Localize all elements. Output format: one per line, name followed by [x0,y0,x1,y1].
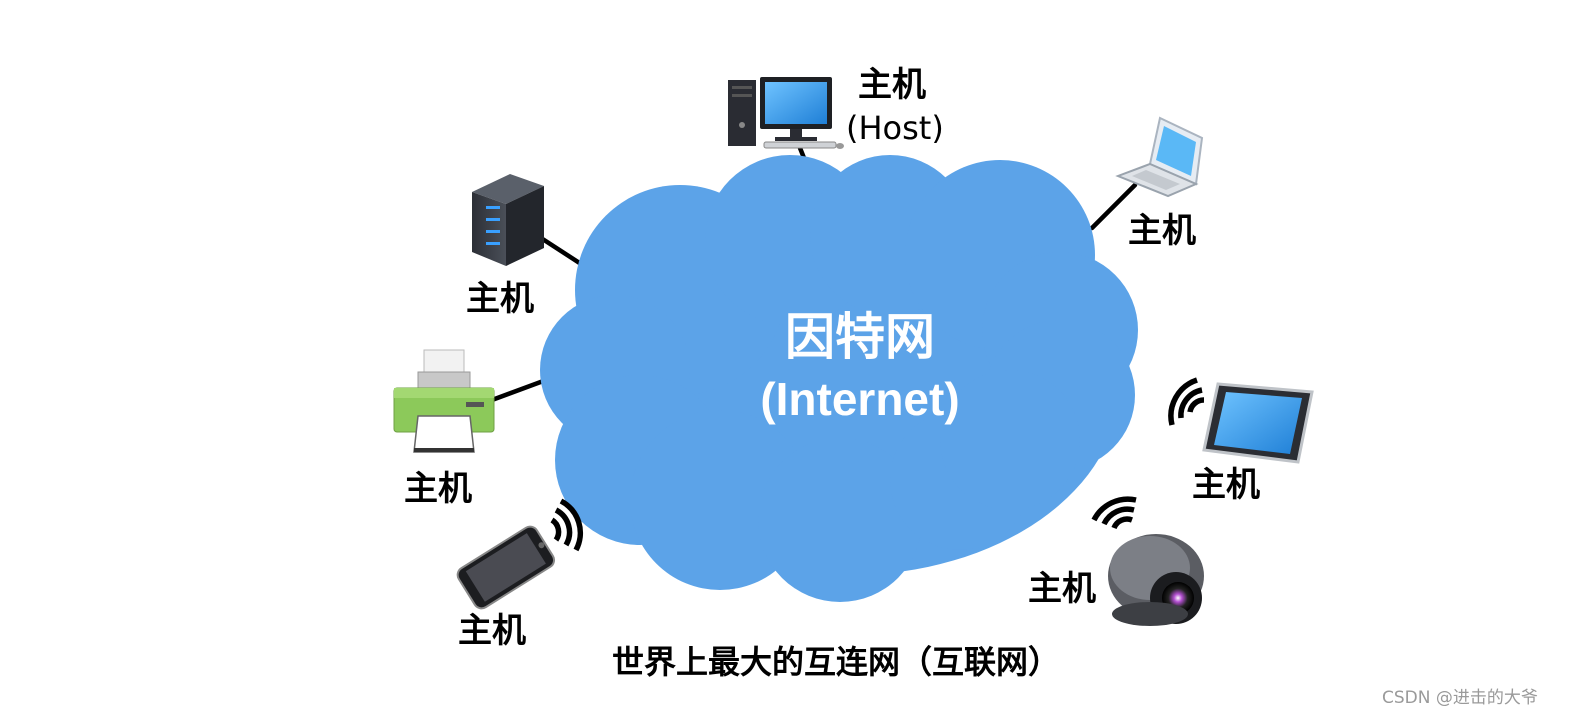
host-label-camera: 主机 [1028,569,1096,609]
link-printer [489,377,549,403]
security-camera-icon [1108,534,1204,626]
host-label-tablet: 主机 [1192,465,1260,505]
smartphone-icon [456,525,556,610]
desktop-computer-icon [728,77,844,149]
link-laptop [1089,182,1138,231]
tablet-icon [1202,382,1314,464]
watermark: CSDN @进击的大爷 [1382,688,1538,708]
host-label-desktop: 主机 [858,65,926,105]
host-label-printer: 主机 [404,469,472,509]
host-label-laptop: 主机 [1128,211,1196,251]
server-icon [472,174,544,266]
host-label-desktop-sub: (Host) [846,109,944,147]
cloud-subtitle: (Internet) [760,373,960,425]
wifi-signal-icon [1168,377,1205,426]
host-label-server: 主机 [466,279,534,319]
laptop-icon [1115,116,1204,198]
cloud-title: 因特网 [785,308,935,366]
host-label-phone: 主机 [458,611,526,651]
internet-cloud [540,155,1138,602]
wifi-signal-icon [1091,496,1137,530]
diagram-caption: 世界上最大的互连网（互联网） [612,643,1061,681]
printer-icon [393,349,495,453]
wifi-signal-icon [550,498,584,552]
